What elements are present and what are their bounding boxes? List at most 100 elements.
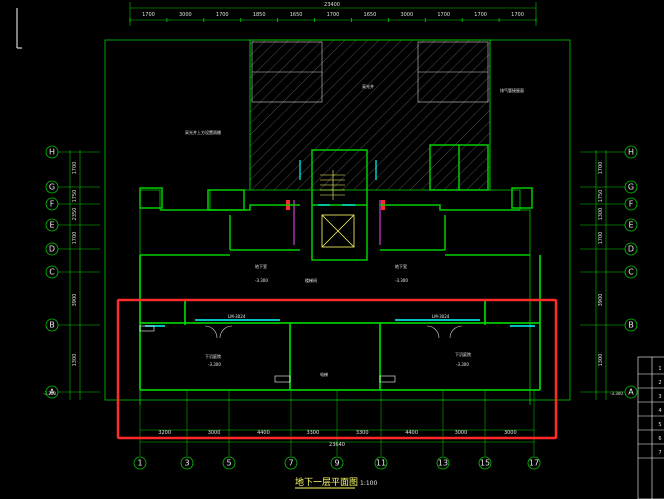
legend-row-number: 5	[658, 422, 661, 428]
bottom-dim-value: 3300	[306, 430, 319, 436]
axis-label: F	[629, 200, 634, 209]
drawing-title: 地下一层平面图 1:100	[295, 476, 377, 489]
axis-label: G	[49, 183, 55, 192]
axis-bubble-right-C: C	[580, 265, 638, 279]
legend-row-number: 7	[658, 450, 661, 456]
drawing-title-text: 地下一层平面图	[295, 476, 358, 488]
top-dim-value: 1700	[327, 12, 340, 18]
top-dim-value: 1850	[253, 12, 266, 18]
elevation-3: -3.300	[255, 278, 268, 283]
axis-label: H	[628, 148, 634, 157]
axis-bubble-right-H: H	[580, 145, 638, 159]
bottom-dim-value: 3000	[504, 430, 517, 436]
stair-treads	[320, 170, 345, 200]
bottom-dim-value: 3000	[455, 430, 468, 436]
axis-label: 3	[184, 459, 189, 468]
axis-label: C	[49, 268, 55, 277]
elevation-5: -3.300	[43, 391, 56, 396]
legend-row-number: 6	[658, 436, 661, 442]
axis-label: A	[628, 388, 634, 397]
axis-bubble-left-D: D	[45, 242, 100, 256]
axis-bubble-bottom-3: 3	[180, 390, 194, 470]
stair-note: 楼梯间	[305, 277, 317, 283]
window-code-left: LM-3024	[228, 314, 246, 319]
axis-bubble-right-G: G	[580, 180, 638, 194]
axis-bubble-right-D: D	[580, 242, 638, 256]
side-dimension-lines	[69, 150, 607, 400]
light-well-label: 采光井	[362, 83, 374, 89]
axis-label: B	[628, 321, 634, 330]
axis-label: A	[49, 388, 55, 397]
axis-label: F	[50, 200, 55, 209]
axis-bubble-left-C: C	[45, 265, 100, 279]
axis-bubble-left-H: H	[45, 145, 100, 159]
room-label-right: 下沉庭院	[455, 351, 471, 357]
axis-bubble-left-G: G	[45, 180, 100, 194]
ucs-icon	[16, 8, 22, 49]
selection-rectangle[interactable]	[116, 298, 558, 440]
axis-bubble-left-E: E	[45, 218, 100, 232]
top-total-dimension: 23400	[324, 2, 340, 8]
drawing-scale-text: 1:100	[360, 480, 377, 487]
top-dim-value: 1700	[511, 12, 524, 18]
elevation-4: -3.300	[395, 278, 408, 283]
right-dim-value: 1700	[598, 162, 604, 175]
top-dim-value: 1700	[142, 12, 155, 18]
axis-bubble-bottom-9: 9	[330, 390, 344, 470]
right-dim-value: 1750	[598, 190, 604, 203]
equipment-tags	[139, 325, 396, 383]
axis-label: D	[49, 245, 55, 254]
bottom-dim-value: 4400	[405, 430, 418, 436]
top-dim-value: 1650	[290, 12, 303, 18]
axis-label: E	[628, 221, 633, 230]
left-dim-value: 3900	[72, 294, 78, 307]
axis-label: 15	[480, 459, 490, 468]
left-dim-value: 1300	[72, 354, 78, 367]
axis-bubble-right-F: F	[580, 197, 638, 211]
top-dim-value: 1700	[216, 12, 229, 18]
top-dimension-ticks: 1700 3000 1700 1850 1650 1700 1650 3000 1700 1700…	[129, 12, 537, 22]
axis-label: D	[628, 245, 634, 254]
elevator-shaft	[321, 214, 355, 248]
axis-label: 5	[226, 459, 231, 468]
axis-label: 1	[137, 459, 142, 468]
top-dim-value: 3000	[179, 12, 192, 18]
axis-label: C	[628, 268, 634, 277]
axis-label: E	[49, 221, 54, 230]
axis-label: B	[49, 321, 55, 330]
legend-row-number: 2	[658, 380, 661, 386]
glass-curtain	[145, 319, 535, 327]
door-swings	[204, 325, 463, 339]
axis-bubble-left-B: B	[45, 318, 100, 332]
axis-label: 17	[529, 459, 539, 468]
left-dim-value: 1700	[72, 162, 78, 175]
top-dim-value: 3000	[400, 12, 413, 18]
legend-table-rows: 1 2 3 4 5 6 7	[638, 366, 664, 459]
legend-row-number: 3	[658, 394, 661, 400]
axis-bubble-bottom-11: 11	[374, 390, 388, 470]
top-dim-value: 1700	[437, 12, 450, 18]
axis-bubble-left-F: F	[45, 197, 100, 211]
legend-row-number: 1	[658, 366, 661, 372]
axis-bubble-bottom-15: 15	[478, 390, 492, 470]
axis-bubble-right-A: A	[580, 385, 638, 399]
axis-bubble-left-A: A	[45, 385, 100, 399]
axis-label: 11	[376, 459, 386, 468]
right-dim-value: 1300	[598, 208, 604, 221]
right-dim-value: 1300	[598, 354, 604, 367]
left-dim-value: 1700	[72, 232, 78, 245]
left-dim-value: 2350	[72, 208, 78, 221]
bottom-dimension-lines	[140, 429, 535, 443]
light-well-boxes	[251, 41, 489, 103]
interior-walls	[139, 144, 533, 256]
axis-bubble-right-E: E	[580, 218, 638, 232]
top-dim-value: 1650	[364, 12, 377, 18]
room-label-mid-left: 地下室	[255, 263, 267, 269]
axis-bubble-bottom-5: 5	[222, 390, 236, 470]
right-dim-value: 3900	[598, 294, 604, 307]
legend-row-number: 4	[658, 408, 661, 414]
